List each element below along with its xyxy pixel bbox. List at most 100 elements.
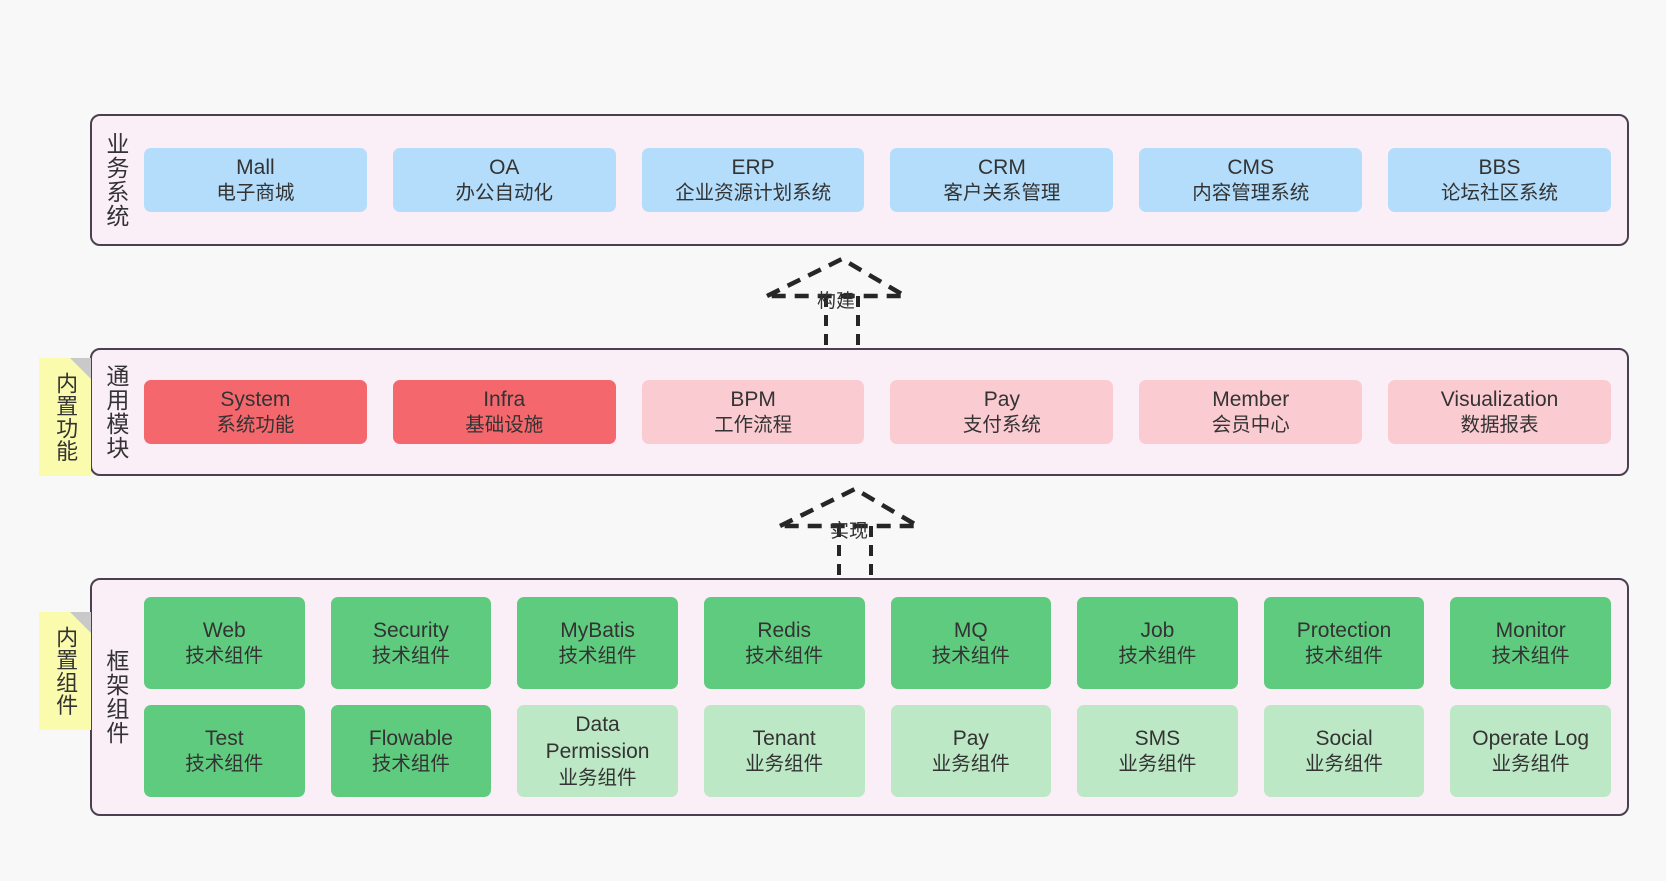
node-subtitle: 客户关系管理 [943,181,1061,204]
node-title: Monitor [1495,618,1566,642]
node-job[interactable]: Job 技术组件 [1077,597,1238,689]
layer-common-cells: System 系统功能 Infra 基础设施 BPM 工作流程 Pay 支付系统… [138,350,1627,474]
node-infra[interactable]: Infra 基础设施 [392,379,616,445]
node-title: Pay [983,387,1020,411]
node-system[interactable]: System 系统功能 [144,379,367,445]
connector-build-label: 构建 [817,291,856,312]
node-operate-log[interactable]: Operate Log 业务组件 [1450,705,1611,797]
connector-implement-label: 实现 [830,521,869,542]
node-subtitle: 技术组件 [185,752,264,775]
node-title: MyBatis [560,618,635,642]
node-mybatis[interactable]: MyBatis 技术组件 [517,597,678,689]
connector-build: 构建 [755,256,914,356]
node-title: SMS [1134,726,1181,750]
node-title: Flowable [368,726,453,750]
generalization-arrowhead [766,256,914,299]
node-title: Redis [757,618,812,642]
cell-row: Web 技术组件 Security 技术组件 MyBatis 技术组件 Redi… [144,597,1611,689]
node-mq[interactable]: MQ 技术组件 [890,597,1052,689]
node-subtitle: 业务组件 [1491,752,1570,775]
node-subtitle: 企业资源计划系统 [675,181,832,204]
node-subtitle: 业务组件 [1305,752,1384,775]
node-subtitle: 技术组件 [371,752,450,775]
cell-row: System 系统功能 Infra 基础设施 BPM 工作流程 Pay 支付系统… [144,379,1611,445]
node-subtitle: 技术组件 [1491,644,1570,667]
node-pay[interactable]: Pay 支付系统 [890,379,1114,445]
node-title: Protection [1296,618,1392,642]
node-bpm[interactable]: BPM 工作流程 [641,379,865,445]
cell-row: Test 技术组件 Flowable 技术组件 Data Permission … [144,705,1611,797]
node-subtitle: 数据报表 [1460,413,1539,436]
cell-row: Mall 电子商城 OA 办公自动化 ERP 企业资源计划系统 CRM 客户关系… [144,147,1611,213]
sticky-note-builtin-components: 内置组件 [39,612,91,730]
node-member[interactable]: Member 会员中心 [1139,379,1363,445]
node-subtitle: 会员中心 [1211,413,1290,436]
sticky-note-label: 内置组件 [53,626,79,716]
node-cms[interactable]: CMS 内容管理系统 [1139,147,1363,213]
node-subtitle: 技术组件 [371,644,450,667]
node-subtitle: 业务组件 [1118,752,1197,775]
node-crm[interactable]: CRM 客户关系管理 [890,147,1114,213]
node-subtitle: 技术组件 [558,644,637,667]
node-subtitle: 业务组件 [931,752,1010,775]
node-sms[interactable]: SMS 业务组件 [1077,705,1238,797]
node-title: OA [489,155,520,179]
node-title: Security [373,618,449,642]
node-protection[interactable]: Protection 技术组件 [1263,597,1425,689]
layer-label-common: 通用模块 [102,364,129,460]
node-title: Operate Log [1472,726,1590,750]
node-subtitle: 技术组件 [1118,644,1197,667]
node-bbs[interactable]: BBS 论坛社区系统 [1388,147,1611,213]
node-data-permission[interactable]: Data Permission 业务组件 [517,705,678,797]
node-title: Pay [952,726,989,750]
node-title: Mall [236,155,275,179]
node-subtitle: 系统功能 [216,413,295,436]
node-title: BBS [1478,155,1521,179]
layer-label-framework: 框架组件 [102,649,129,745]
node-redis[interactable]: Redis 技术组件 [703,597,865,689]
node-test[interactable]: Test 技术组件 [144,705,305,797]
node-pay-component[interactable]: Pay 业务组件 [890,705,1052,797]
node-title: CMS [1227,155,1275,179]
node-subtitle: 电子商城 [216,181,295,204]
node-title: Visualization [1440,387,1559,411]
generalization-arrowhead [779,486,927,529]
node-subtitle: 技术组件 [931,644,1010,667]
node-title: Web [202,618,246,642]
node-subtitle: 论坛社区系统 [1441,181,1559,204]
node-subtitle: 办公自动化 [455,181,553,204]
node-title: CRM [977,155,1026,179]
node-title: Infra [483,387,526,411]
layer-common-modules: 通用模块 System 系统功能 Infra 基础设施 BPM 工作流程 Pay… [90,348,1629,476]
node-title: Social [1315,726,1373,750]
node-social[interactable]: Social 业务组件 [1263,705,1425,797]
node-erp[interactable]: ERP 企业资源计划系统 [641,147,865,213]
node-title: MQ [953,618,988,642]
connector-implement: 实现 [768,486,927,586]
node-title: ERP [731,155,775,179]
node-subtitle: 工作流程 [714,413,793,436]
node-subtitle: 业务组件 [745,752,824,775]
node-flowable[interactable]: Flowable 技术组件 [330,705,492,797]
node-tenant[interactable]: Tenant 业务组件 [703,705,865,797]
sticky-note-label: 内置功能 [53,372,79,462]
node-title: System [220,387,291,411]
node-title: Test [205,726,244,750]
node-web[interactable]: Web 技术组件 [144,597,305,689]
node-subtitle: 支付系统 [962,413,1041,436]
node-title: Job [1140,618,1175,642]
layer-business-systems: 业务系统 Mall 电子商城 OA 办公自动化 ERP 企业资源计划系统 CRM… [90,114,1629,246]
node-visualization[interactable]: Visualization 数据报表 [1388,379,1611,445]
layer-label-business: 业务系统 [102,132,129,228]
node-subtitle: 技术组件 [745,644,824,667]
node-oa[interactable]: OA 办公自动化 [392,147,616,213]
node-subtitle: 业务组件 [558,766,637,789]
node-security[interactable]: Security 技术组件 [330,597,492,689]
node-subtitle: 基础设施 [465,413,544,436]
node-subtitle: 技术组件 [185,644,264,667]
folded-corner-icon [70,358,91,379]
node-title: Data Permission [545,713,650,764]
sticky-note-builtin-features: 内置功能 [39,358,91,476]
node-monitor[interactable]: Monitor 技术组件 [1450,597,1611,689]
node-mall[interactable]: Mall 电子商城 [144,147,367,213]
